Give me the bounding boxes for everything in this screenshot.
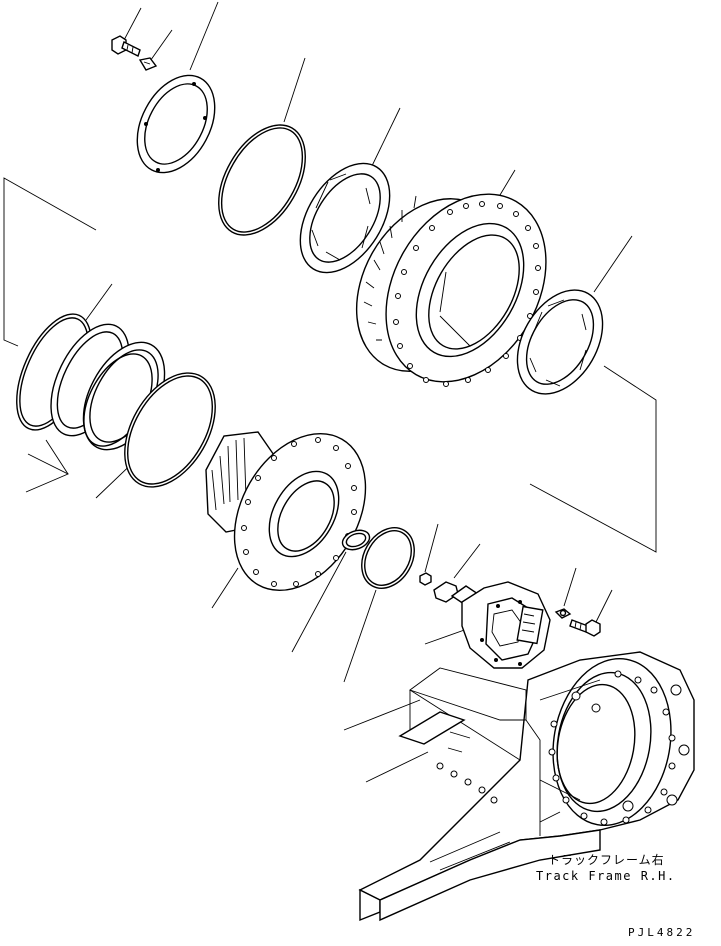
bearing-right: [516, 289, 604, 395]
o-ring-motor: [361, 527, 415, 589]
sprocket-bolt-holes: [393, 201, 541, 387]
mounting-bolt-motor: [569, 619, 601, 637]
drawing-code: PJL4822: [628, 926, 696, 939]
track-frame-label-jp: トラックフレーム右: [548, 853, 665, 867]
sprocket-ring-gear: [355, 193, 547, 387]
hub-bolt-holes: [241, 437, 357, 587]
washer-motor: [554, 608, 572, 619]
track-frame: [358, 651, 695, 922]
track-frame-label-en: Track Frame R.H.: [536, 869, 676, 883]
frame-mount-holes: [436, 762, 498, 804]
mounting-bolt-top: [111, 35, 141, 57]
o-ring-top: [218, 124, 306, 236]
bearing-upper: [299, 162, 391, 274]
retainer-ring: [136, 74, 216, 174]
plug: [419, 572, 432, 586]
leader-lines: [3, 1, 657, 783]
lock-plate: [138, 57, 158, 71]
travel-motor: [433, 581, 551, 669]
final-drive-hub: [205, 431, 367, 592]
snap-ring-small: [341, 529, 371, 551]
o-ring-middle: [124, 372, 216, 488]
